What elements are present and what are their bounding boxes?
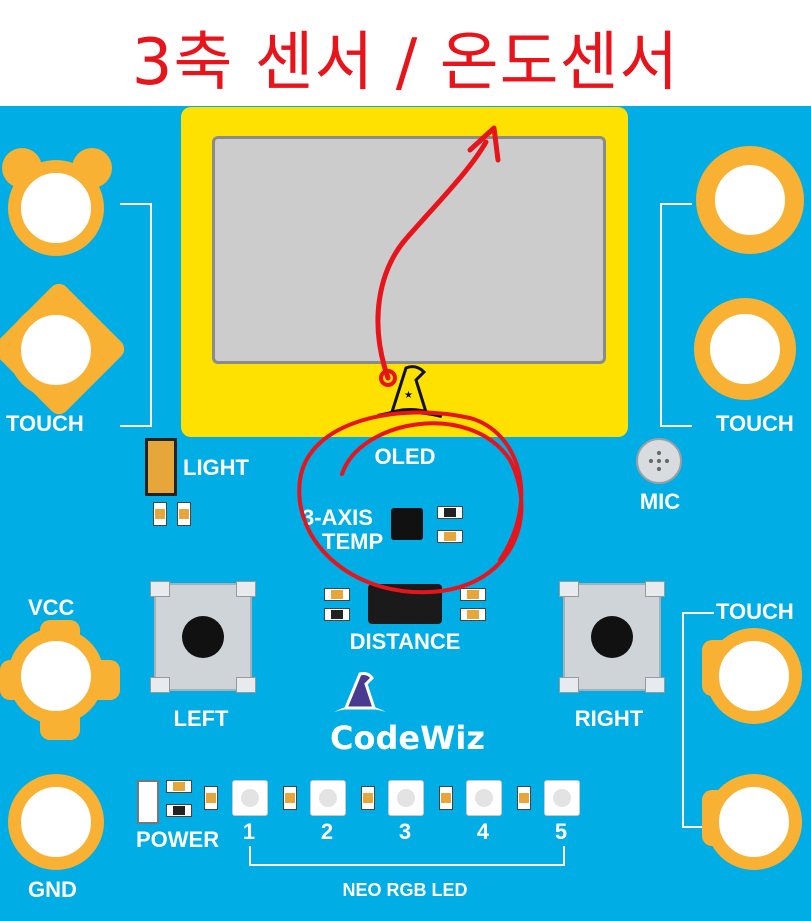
power-res-c (204, 786, 218, 810)
mic-label: MIC (639, 489, 681, 514)
distance-res-b (324, 608, 350, 621)
power-label: POWER (136, 827, 220, 852)
touch-pad-hand-bottom[interactable] (696, 768, 811, 884)
led-res-3 (439, 786, 453, 810)
vcc-label: VCC (28, 595, 75, 620)
touch-right-bracket-top (660, 203, 692, 427)
led-label-1: 1 (242, 819, 256, 844)
axis-label: 3-AXIS (302, 505, 373, 530)
led-res-2 (361, 786, 375, 810)
neo-led-bracket (249, 846, 565, 866)
left-button[interactable] (150, 581, 256, 693)
vcc-pad[interactable] (0, 620, 120, 740)
oled-label: OLED (374, 444, 436, 469)
svg-text:★: ★ (404, 390, 413, 401)
touch-pad-hand-top[interactable] (696, 620, 811, 736)
temp-label: TEMP (322, 529, 384, 554)
touch-left-label: TOUCH (6, 411, 84, 436)
right-button-label: RIGHT (574, 706, 644, 731)
right-button[interactable] (559, 581, 665, 693)
annotation-title: 3축 센서 / 온도센서 (131, 26, 680, 100)
neo-led-4 (466, 780, 502, 816)
light-resistor-b (177, 502, 191, 526)
touch-pad-cross[interactable] (0, 279, 129, 419)
neo-led-3 (388, 780, 424, 816)
axis-sensor-chip (391, 508, 423, 540)
light-sensor (145, 438, 177, 496)
led-res-4 (517, 786, 531, 810)
brand-logo: CodeWiz (330, 719, 485, 757)
touch-left-bracket (120, 203, 152, 427)
axis-cap-b (437, 530, 463, 543)
distance-res-c (460, 588, 486, 601)
touch-pad-ring[interactable] (690, 292, 810, 412)
led-label-5: 5 (554, 819, 568, 844)
distance-label: DISTANCE (349, 629, 461, 654)
neo-led-label: NEO RGB LED (342, 880, 468, 900)
gnd-label: GND (28, 877, 77, 902)
light-resistor-a (153, 502, 167, 526)
touch-pad-sun[interactable] (690, 140, 810, 270)
led-label-4: 4 (476, 819, 490, 844)
led-label-3: 3 (398, 819, 412, 844)
neo-led-1 (232, 780, 268, 816)
touch-right-label-top: TOUCH (716, 411, 794, 436)
mic (636, 438, 682, 484)
distance-res-d (460, 608, 486, 621)
neo-led-2 (310, 780, 346, 816)
left-button-label: LEFT (173, 706, 229, 731)
speaker-grille-icon (649, 451, 669, 471)
power-res-a (166, 780, 192, 793)
touch-right-label-bottom: TOUCH (716, 599, 794, 624)
power-switch[interactable] (137, 780, 159, 824)
light-label: LIGHT (183, 455, 249, 480)
neo-led-5 (544, 780, 580, 816)
touch-right-bracket-bottom (682, 612, 714, 828)
touch-pad-bear[interactable] (0, 138, 120, 268)
power-res-b (166, 804, 192, 817)
brand-wizard-hat-icon (334, 672, 386, 712)
gnd-pad[interactable] (0, 770, 120, 870)
led-res-1 (283, 786, 297, 810)
axis-cap-a (437, 506, 463, 519)
oled-screen (212, 136, 606, 364)
led-label-2: 2 (320, 819, 334, 844)
distance-res-a (324, 588, 350, 601)
